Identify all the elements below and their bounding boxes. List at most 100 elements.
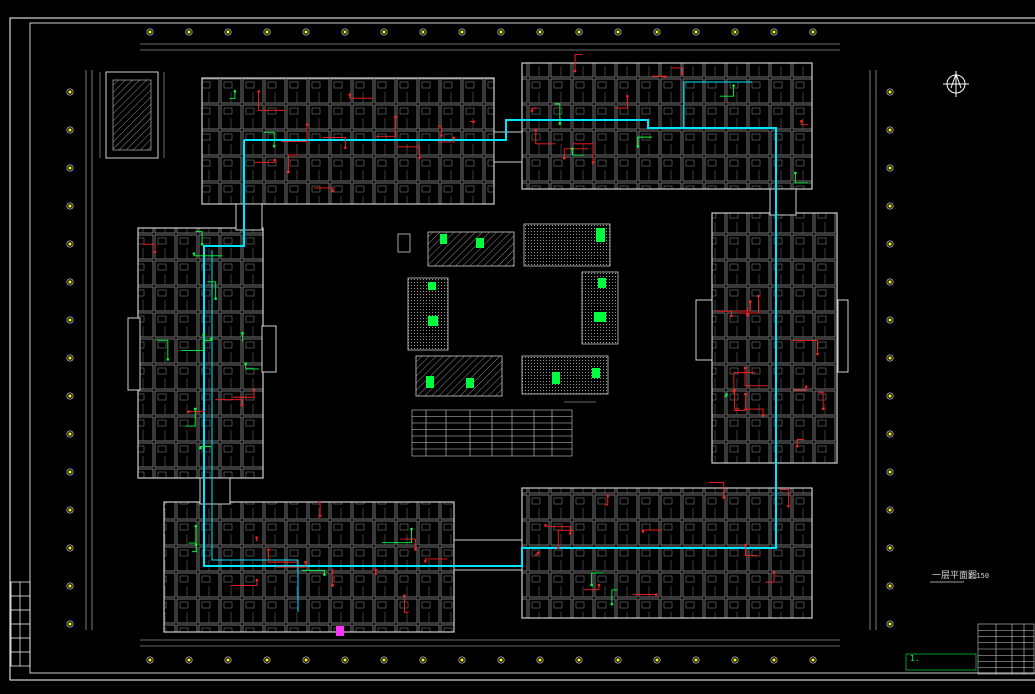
axis-tick xyxy=(226,658,230,662)
axis-tick xyxy=(382,658,386,662)
axis-tick xyxy=(68,508,72,512)
branch-circuit xyxy=(792,340,818,355)
fixture-dot xyxy=(571,147,574,151)
axis-bubble xyxy=(575,656,583,664)
fixture-dot xyxy=(590,583,593,587)
axis-tick xyxy=(888,242,892,246)
plan-scale: 1:150 xyxy=(968,572,990,580)
fixture-dot xyxy=(200,242,204,246)
margin-stamp-block xyxy=(10,581,31,667)
axis-bubble xyxy=(458,656,466,664)
wing-south-east xyxy=(521,487,813,619)
axis-bubble xyxy=(536,28,544,36)
branch-circuit xyxy=(671,67,683,74)
branch-circuit xyxy=(535,130,556,145)
branch-circuit xyxy=(743,408,764,416)
axis-tick xyxy=(888,356,892,360)
axis-bubble xyxy=(146,656,154,664)
axis-tick xyxy=(68,470,72,474)
fixture-dot xyxy=(641,530,645,533)
axis-tick xyxy=(499,30,503,34)
axis-bubble xyxy=(886,544,894,552)
axis-bubble xyxy=(886,164,894,172)
fixture-dot xyxy=(722,496,726,499)
branch-circuit xyxy=(744,544,758,556)
axis-bubble xyxy=(886,88,894,96)
axis-bubble xyxy=(380,656,388,664)
axis-bubble xyxy=(146,28,154,36)
axis-tick xyxy=(343,30,347,34)
fixture-dot xyxy=(153,250,157,254)
branch-circuit xyxy=(188,526,197,544)
axis-bubble xyxy=(66,316,74,324)
axis-tick xyxy=(187,658,191,662)
branch-circuit xyxy=(604,496,609,506)
fixture-dot xyxy=(636,145,640,148)
branch-circuit xyxy=(317,501,321,516)
fixture-dot xyxy=(410,527,413,531)
branch-circuit xyxy=(796,438,804,447)
axis-tick xyxy=(888,166,892,170)
legend-table xyxy=(411,409,573,457)
branch-circuit xyxy=(734,301,751,312)
fixture-dot xyxy=(287,170,290,174)
axis-tick xyxy=(733,30,737,34)
axis-tick xyxy=(888,546,892,550)
axis-tick xyxy=(888,318,892,322)
fixture-dot xyxy=(772,571,776,574)
axis-tick xyxy=(888,394,892,398)
axis-tick xyxy=(538,658,542,662)
axis-bubble xyxy=(66,240,74,248)
dimension-lines xyxy=(85,43,877,647)
axis-tick xyxy=(577,658,581,662)
branch-wiring-green xyxy=(156,84,808,606)
fixture-dot xyxy=(749,300,752,304)
axis-tick xyxy=(265,658,269,662)
branch-circuit xyxy=(438,137,455,143)
branch-circuit xyxy=(817,391,824,409)
axis-bubble xyxy=(886,582,894,590)
fixture-dot xyxy=(730,314,733,318)
fixture-dot xyxy=(804,385,808,388)
axis-bubble xyxy=(66,506,74,514)
fixture-dot xyxy=(272,144,276,148)
axis-bubble xyxy=(66,620,74,628)
branch-circuit xyxy=(375,570,378,575)
fixture-dot xyxy=(348,93,352,96)
fixture-dot xyxy=(252,388,256,392)
branch-circuit xyxy=(716,310,732,316)
axis-bubble xyxy=(419,656,427,664)
fixture-dot xyxy=(821,407,825,411)
branch-circuit xyxy=(765,572,775,583)
fixture-dot xyxy=(241,331,244,335)
fixture-dot xyxy=(440,134,443,137)
fixture-dot xyxy=(240,403,244,407)
fixture-dot xyxy=(418,156,421,160)
axis-tick xyxy=(304,658,308,662)
fixture-dot xyxy=(331,189,334,193)
branch-circuit xyxy=(400,538,416,550)
north-arrow-icon xyxy=(943,71,969,97)
axis-tick xyxy=(68,280,72,284)
fixture-dot xyxy=(816,352,819,356)
axis-bubble xyxy=(263,656,271,664)
axis-tick xyxy=(226,30,230,34)
axis-tick xyxy=(68,394,72,398)
axis-tick xyxy=(888,508,892,512)
axis-tick xyxy=(694,30,698,34)
fixture-dot xyxy=(733,389,736,392)
fixture-dot xyxy=(597,583,601,587)
fixture-dot xyxy=(323,573,326,576)
axis-bubble xyxy=(497,28,505,36)
axis-tick xyxy=(616,30,620,34)
branch-circuit xyxy=(779,489,789,507)
axis-tick xyxy=(343,658,347,662)
branch-wiring-red xyxy=(142,54,825,613)
axis-tick xyxy=(655,30,659,34)
branch-circuit xyxy=(207,281,217,299)
fixture-dot xyxy=(591,161,595,164)
axis-tick xyxy=(421,658,425,662)
axis-tick xyxy=(888,128,892,132)
title-block xyxy=(977,623,1035,675)
